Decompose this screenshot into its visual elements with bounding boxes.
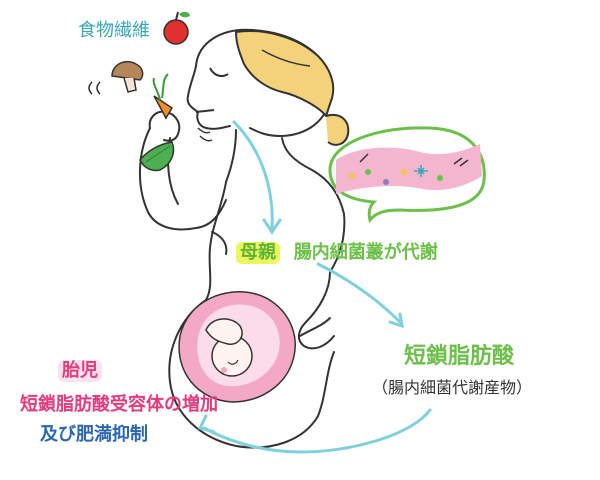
mother-figure <box>139 28 346 449</box>
scfa-label: 短鎖脂肪酸 <box>404 344 515 369</box>
fetus-label-wrap: 胎児 <box>58 360 102 382</box>
lettuce-icon <box>139 141 175 172</box>
fetus-effect-label-2: 及び肥満抑制 <box>40 424 148 445</box>
gut-flora-label: 腸内細菌叢が代謝 <box>293 242 438 263</box>
mother-label: 母親 <box>236 242 280 264</box>
mother-row: 母親 腸内細菌叢が代謝 <box>236 242 438 264</box>
metabolic-arrows <box>197 120 432 454</box>
scfa-note-label: （腸内細菌代謝産物） <box>372 378 533 397</box>
fetus-label: 胎児 <box>58 360 102 382</box>
chewing-marks <box>88 81 213 142</box>
fetus-icon <box>178 291 296 403</box>
mushroom-icon <box>111 60 144 93</box>
apple-icon <box>163 11 190 45</box>
carrot-icon <box>152 73 174 120</box>
intestine-bubble-icon <box>328 126 486 224</box>
hair <box>235 30 335 117</box>
dietary-fiber-label: 食物繊維 <box>78 20 150 41</box>
fetus-effect-label-1: 短鎖脂肪酸受容体の増加 <box>20 394 218 415</box>
